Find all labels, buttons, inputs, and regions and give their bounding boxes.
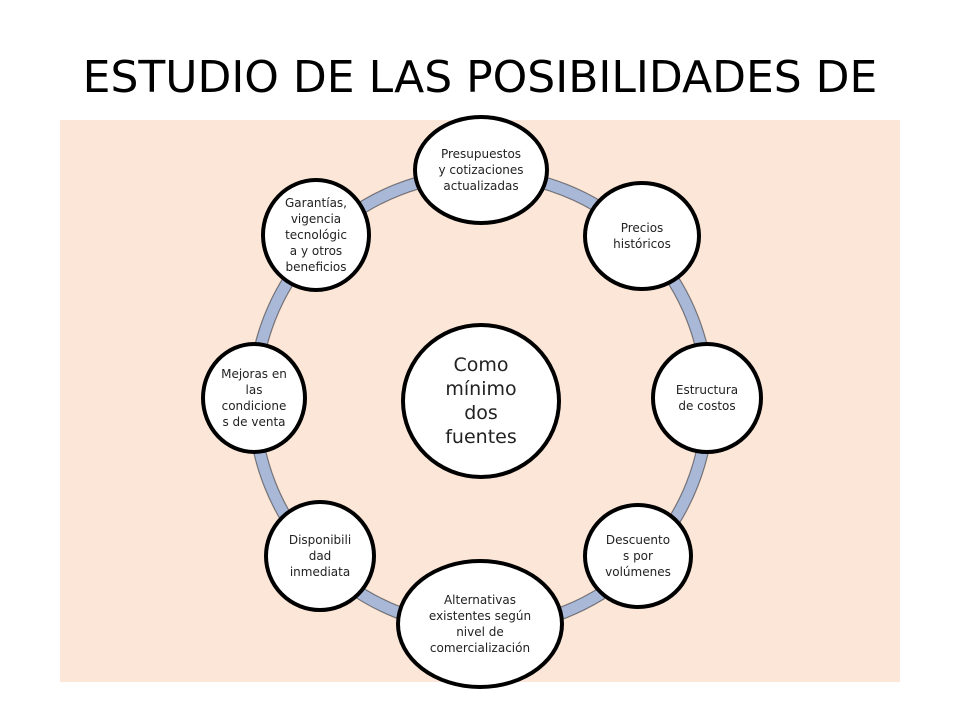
node-line: condicione bbox=[221, 399, 287, 413]
node-line: beneficios bbox=[285, 260, 347, 274]
node-line: Descuento bbox=[605, 533, 671, 547]
node-line: dad bbox=[308, 549, 332, 563]
node-garantias: Garantías, vigencia tecnológic a y otros… bbox=[261, 178, 371, 292]
node-line: s de venta bbox=[222, 415, 286, 429]
node-line: Alternativas bbox=[443, 593, 517, 607]
slide-title: ESTUDIO DE LAS POSIBILIDADES DE bbox=[82, 52, 878, 103]
node-disponibilidad: Disponibili dad inmediata bbox=[264, 500, 376, 612]
node-line: s por bbox=[623, 549, 653, 563]
node-presupuestos: Presupuestos y cotizaciones actualizadas bbox=[413, 115, 549, 225]
node-line: tecnológic bbox=[285, 228, 347, 242]
node-mejoras: Mejoras en las condicione s de venta bbox=[201, 342, 307, 454]
node-line: Mejoras en bbox=[221, 367, 287, 381]
center-line: mínimo bbox=[445, 378, 517, 400]
node-line: inmediata bbox=[289, 565, 351, 579]
node-line: Disponibili bbox=[288, 533, 352, 547]
node-line: Presupuestos bbox=[440, 147, 522, 161]
node-line: actualizadas bbox=[443, 179, 519, 193]
node-estructura: Estructura de costos bbox=[651, 342, 763, 454]
node-alternativas: Alternativas existentes según nivel de c… bbox=[396, 559, 564, 689]
center-line: dos bbox=[464, 402, 498, 424]
node-line: las bbox=[245, 383, 263, 397]
node-precios: Precios históricos bbox=[583, 181, 701, 291]
node-line: vigencia bbox=[290, 212, 342, 226]
center-node: Como mínimo dos fuentes bbox=[401, 323, 561, 479]
node-line: Garantías, bbox=[284, 196, 347, 210]
node-line: Estructura bbox=[675, 383, 739, 397]
node-descuentos: Descuento s por volúmenes bbox=[583, 503, 693, 609]
center-line: Como bbox=[453, 354, 509, 376]
node-line: existentes según bbox=[428, 609, 532, 623]
node-line: históricos bbox=[613, 237, 671, 251]
node-line: nivel de bbox=[456, 625, 504, 639]
node-line: Precios bbox=[620, 221, 664, 235]
node-line: a y otros bbox=[289, 244, 343, 258]
node-line: comercialización bbox=[429, 641, 531, 655]
node-line: volúmenes bbox=[605, 565, 671, 579]
node-line: de costos bbox=[678, 399, 736, 413]
node-line: y cotizaciones bbox=[438, 163, 524, 177]
center-line: fuentes bbox=[445, 426, 517, 448]
